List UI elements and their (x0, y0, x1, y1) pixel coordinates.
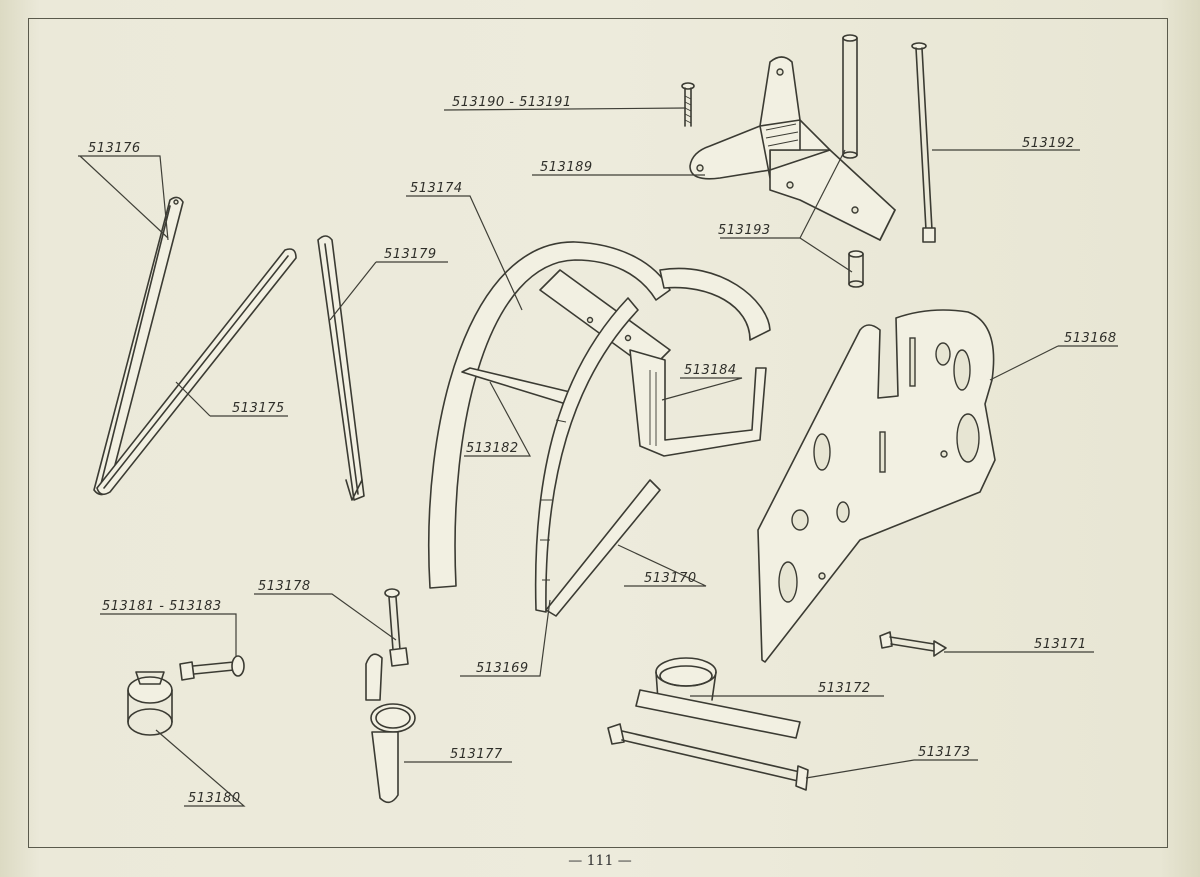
part-labels: 513190 - 513191 513189 513192 513193 513… (88, 95, 1117, 806)
label-513182: 513182 (466, 441, 519, 456)
label-513173: 513173 (918, 745, 971, 760)
collar-513180 (127, 671, 173, 736)
bolt-513181 (179, 655, 245, 681)
plate-border (28, 18, 1168, 848)
label-513184: 513184 (684, 363, 737, 378)
label-513171: 513171 (1034, 637, 1087, 652)
screw-513190 (681, 82, 695, 127)
label-513172: 513172 (818, 681, 871, 696)
clamp-bracket-513177 (365, 653, 416, 804)
stay-513176 (93, 196, 184, 496)
label-513181: 513181 - 513183 (102, 599, 222, 614)
label-513176: 513176 (88, 141, 141, 156)
label-513169: 513169 (476, 661, 529, 676)
page-number: — 111 — (568, 853, 632, 869)
bolt-513173 (607, 723, 809, 791)
bracket-513189 (689, 56, 896, 241)
bolt-513178 (384, 588, 409, 667)
label-513192: 513192 (1022, 136, 1075, 151)
label-513168: 513168 (1064, 331, 1117, 346)
label-513170: 513170 (644, 571, 697, 586)
leader-lines (78, 107, 1118, 807)
label-513190: 513190 - 513191 (452, 95, 572, 110)
label-513189: 513189 (540, 160, 593, 175)
clamp-513172 (635, 657, 801, 739)
label-513178: 513178 (258, 579, 311, 594)
support-513184 (539, 269, 767, 457)
label-513175: 513175 (232, 401, 285, 416)
bolt-513192 (911, 42, 936, 243)
mudguard-frame-513174 (427, 241, 671, 589)
stay-513175 (96, 248, 297, 496)
label-513180: 513180 (188, 791, 241, 806)
label-513193: 513193 (718, 223, 771, 238)
side-panel-513168 (757, 309, 996, 663)
label-513174: 513174 (410, 181, 463, 196)
label-513177: 513177 (450, 747, 503, 762)
bolt-513171 (879, 631, 947, 657)
stay-513179 (317, 235, 365, 501)
label-513179: 513179 (384, 247, 437, 262)
tube-513193 (842, 34, 864, 288)
mudguard-blade-513170 (534, 267, 771, 617)
